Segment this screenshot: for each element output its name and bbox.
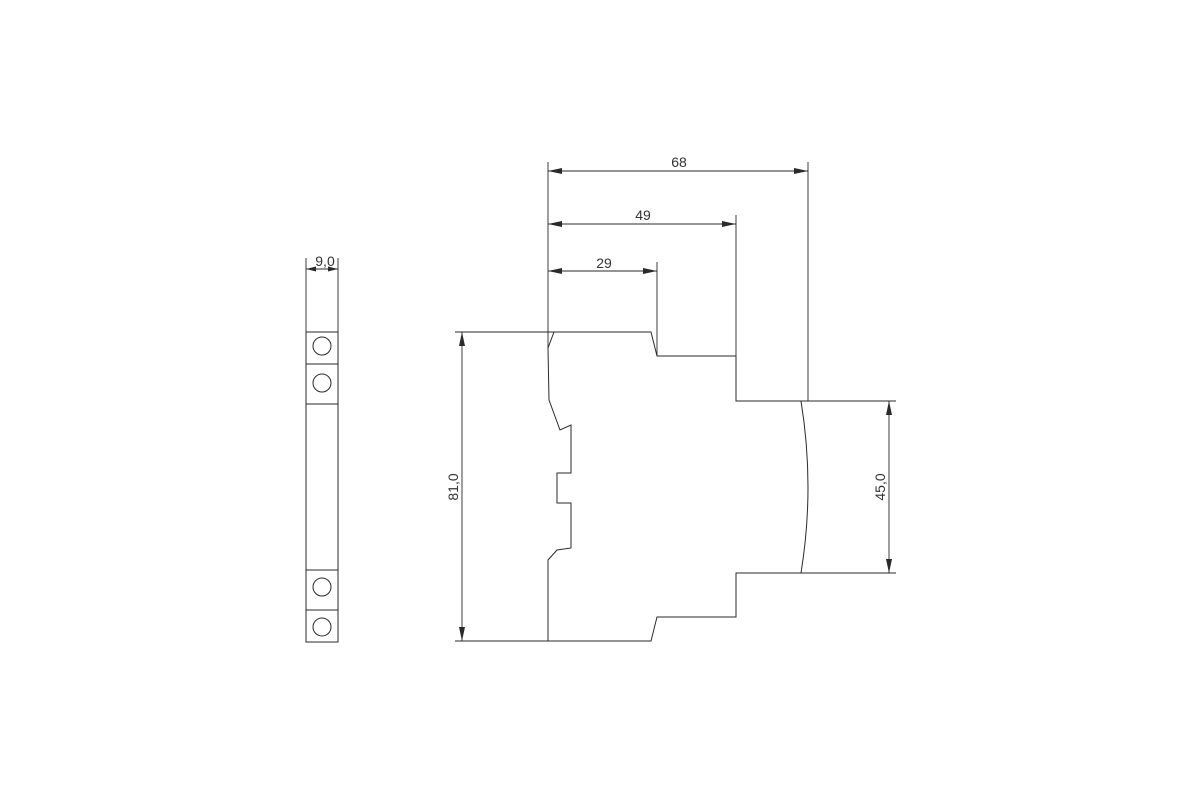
dim-81-arrow-top: [459, 332, 465, 346]
dim-81-arrow-bottom: [459, 627, 465, 641]
dim-29-label: 29: [596, 255, 612, 271]
side-width-label: 9,0: [315, 253, 335, 269]
terminal-screw-2: [312, 373, 332, 393]
dim-81-label: 81,0: [445, 473, 461, 500]
profile-view: 68 49 29 81,0 45,0: [445, 154, 896, 642]
dim-29-arrow-right: [643, 268, 657, 274]
dim-49-arrow-right: [722, 221, 736, 227]
terminal-screw-3: [312, 577, 332, 597]
profile-outline: [547, 331, 809, 642]
side-width-arrow-right: [328, 266, 338, 272]
dim-29-arrow-left: [548, 268, 562, 274]
side-view: 9,0: [305, 253, 339, 643]
side-view-outline: [305, 331, 339, 643]
dim-49-arrow-left: [548, 221, 562, 227]
terminal-screw-4: [312, 617, 332, 637]
dim-68-label: 68: [671, 154, 687, 170]
dim-68-arrow-right: [794, 168, 808, 174]
terminal-screw-1: [312, 336, 332, 356]
dim-45-arrow-bottom: [886, 559, 892, 573]
dim-45-arrow-top: [886, 401, 892, 415]
dim-45-label: 45,0: [872, 473, 888, 500]
dim-68-arrow-left: [548, 168, 562, 174]
dim-49-label: 49: [635, 207, 651, 223]
side-width-arrow-left: [306, 266, 316, 272]
